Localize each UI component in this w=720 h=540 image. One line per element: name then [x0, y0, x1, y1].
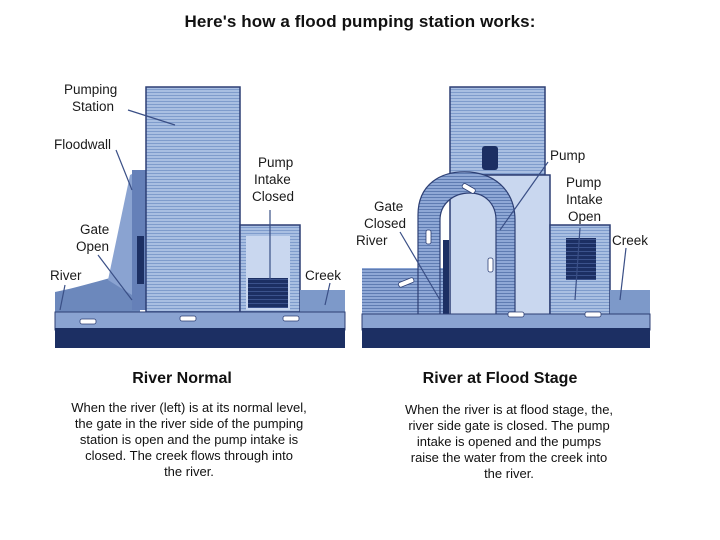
right-pump-intake-open [566, 238, 596, 280]
left-panel-heading: River Normal [132, 370, 232, 387]
left-conduit [54, 311, 346, 331]
label-right-pump-intake-2: Intake [566, 192, 603, 207]
label-floodwall: Floodwall [54, 137, 111, 152]
discharge-pipe-arch [417, 171, 516, 319]
label-left-river: River [50, 268, 82, 283]
right-flow-arrow-4 [487, 257, 494, 273]
right-description-line: intake is opened and the pumps [416, 434, 602, 449]
left-description-line: closed. The creek flows through into [85, 448, 293, 463]
label-pump: Pump [550, 148, 585, 163]
label-left-pump-intake-3: Closed [252, 189, 294, 204]
right-description-line: raise the water from the creek into [410, 450, 608, 465]
label-pumping-station-1: Pumping [64, 82, 117, 97]
right-conduit [361, 313, 651, 331]
right-ground [362, 328, 650, 348]
left-description-line: station is open and the pump intake is [79, 432, 299, 447]
left-flow-arrow-1 [79, 318, 97, 325]
left-gate-open [137, 236, 144, 284]
right-leader-lines [399, 161, 627, 301]
left-creek-water [300, 290, 345, 314]
left-description-line: the gate in the river side of the pumpin… [74, 416, 304, 431]
label-gate-open-2: Open [76, 239, 109, 254]
right-panel-description: When the river is at flood stage, the, r… [364, 402, 654, 482]
left-flow-arrow-3 [282, 315, 300, 322]
right-gate-closed [443, 240, 449, 322]
pump-intake-closed-gate [248, 278, 288, 308]
label-right-pump-intake-1: Pump [566, 175, 601, 190]
label-left-pump-intake-1: Pump [258, 155, 293, 170]
page-title: Here's how a flood pumping station works… [184, 12, 536, 31]
right-description-line: When the river is at flood stage, the, [404, 402, 614, 417]
right-description-line: the river. [484, 466, 534, 481]
label-right-creek: Creek [612, 233, 648, 248]
right-panel-heading: River at Flood Stage [422, 370, 578, 387]
left-description-line: When the river (left) is at its normal l… [71, 400, 307, 415]
pumping-station-tower [145, 86, 241, 313]
label-gate-closed-1: Gate [374, 199, 403, 214]
label-right-pump-intake-3: Open [568, 209, 601, 224]
label-left-pump-intake-2: Intake [254, 172, 291, 187]
label-gate-open-1: Gate [80, 222, 109, 237]
label-left-creek: Creek [305, 268, 341, 283]
left-ground [55, 328, 345, 348]
label-pumping-station-2: Station [72, 99, 114, 114]
right-flow-arrow-2 [425, 229, 432, 245]
right-creek-water [610, 290, 650, 316]
label-right-river: River [356, 233, 388, 248]
right-flow-arrow-6 [584, 311, 602, 318]
right-diagram: Pump Pump Intake Open Gate Closed River … [356, 86, 651, 348]
left-leader-lines [59, 109, 331, 311]
left-panel-description: When the river (left) is at its normal l… [24, 400, 354, 480]
left-river-water [55, 278, 140, 318]
right-flow-arrow-5 [507, 311, 525, 318]
left-diagram: Pumping Station Floodwall Gate Open Rive… [50, 82, 346, 348]
left-description-line: the river. [164, 464, 214, 479]
pump-motor [482, 146, 498, 170]
left-flow-arrow-2 [179, 315, 197, 322]
label-gate-closed-2: Closed [364, 216, 406, 231]
right-flow-arrow-1 [398, 277, 415, 288]
right-description-line: river side gate is closed. The pump [408, 418, 610, 433]
right-flow-arrow-3 [461, 183, 476, 194]
